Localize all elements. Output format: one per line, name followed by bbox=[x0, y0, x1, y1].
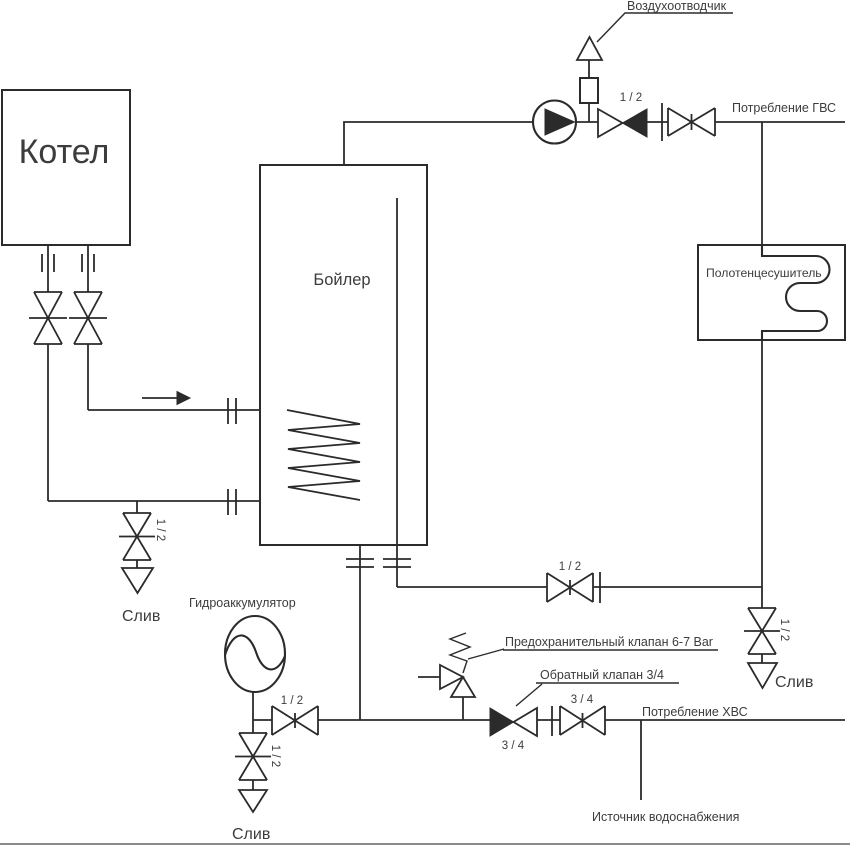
cold-water-label: Потребление ХВС bbox=[642, 705, 748, 719]
air-vent-body bbox=[579, 77, 599, 104]
check-valve-label: Обратный клапан 3/4 bbox=[540, 668, 664, 682]
safety-valve: Предохранительный клапан 6-7 Bar bbox=[439, 632, 718, 698]
pipes-cold-water-manifold bbox=[136, 560, 845, 800]
kotel: Котел bbox=[1, 89, 131, 246]
valve-right-drain-size: 1 / 2 bbox=[778, 619, 790, 641]
drain-funnel-left: Слив bbox=[120, 567, 160, 625]
union-coil-inlet bbox=[227, 398, 237, 424]
pump-direction-icon bbox=[544, 108, 576, 136]
towel-dryer: Полотенцесушитель bbox=[697, 244, 846, 341]
valve-left-drain-size: 1 / 2 bbox=[154, 519, 166, 541]
valve-boiler-drain-size: 1 / 2 bbox=[559, 561, 581, 573]
towel-coil bbox=[760, 245, 831, 340]
valve-hvs-size: 3 / 4 bbox=[571, 694, 594, 706]
boiler-tank: Бойлер bbox=[259, 164, 428, 546]
pump bbox=[531, 99, 578, 145]
kotel-label: Котел bbox=[19, 133, 110, 171]
air-vent-icon bbox=[575, 35, 604, 61]
pipes-boiler-bottom bbox=[359, 340, 763, 720]
drain-left-label: Слив bbox=[122, 608, 160, 625]
valve-kotel-supply bbox=[29, 291, 67, 345]
valve-boiler-drain-line: 1 / 2 bbox=[546, 561, 594, 603]
union-kotel-left bbox=[41, 254, 55, 272]
valve-left-drain: 1 / 2 bbox=[119, 512, 166, 561]
hydro-accumulator-label: Гидроаккумулятор bbox=[189, 596, 296, 610]
check-valve-size: 3 / 4 bbox=[502, 740, 525, 752]
drain-funnel-hydro: Слив bbox=[232, 789, 270, 843]
pipes-kotel-circuit bbox=[47, 245, 360, 513]
towel-dryer-label: Полотенцесушитель bbox=[706, 266, 822, 280]
union-coil-return bbox=[227, 489, 237, 515]
union-boiler-feed bbox=[346, 558, 374, 568]
drain-hydro-label: Слив bbox=[232, 826, 270, 843]
valve-kotel-return bbox=[69, 291, 107, 345]
drain-funnel-right: Слив bbox=[746, 662, 813, 691]
valve-hydro-drain: 1 / 2 bbox=[235, 732, 281, 781]
valve-hvs-shutoff: 3 / 4 bbox=[559, 694, 606, 736]
water-source-label: Источник водоснабжения bbox=[592, 810, 739, 824]
boiler-label: Бойлер bbox=[313, 271, 370, 289]
heating-coil bbox=[286, 409, 361, 501]
membrane-icon bbox=[224, 634, 286, 671]
valve-hydro-line-size: 1 / 2 bbox=[281, 695, 303, 707]
spring-icon bbox=[448, 632, 472, 674]
check-valve: 3 / 4 Обратный клапан 3/4 bbox=[489, 668, 679, 752]
hot-water-label: Потребление ГВС bbox=[732, 101, 836, 115]
pipes-dhw-top bbox=[343, 121, 845, 245]
air-vent: Воздухоотводчик bbox=[575, 0, 733, 122]
air-vent-label: Воздухоотводчик bbox=[627, 0, 727, 13]
union-boiler-outlet bbox=[383, 558, 411, 568]
drain-right-label: Слив bbox=[775, 674, 813, 691]
valve-gvs-check: 1 / 2 bbox=[597, 92, 648, 139]
valve-hydro-line: 1 / 2 bbox=[271, 695, 319, 736]
valve-hydro-drain-size: 1 / 2 bbox=[269, 745, 281, 767]
valve-right-drain: 1 / 2 bbox=[744, 607, 790, 655]
valve-gvs-size: 1 / 2 bbox=[620, 92, 642, 104]
safety-valve-label: Предохранительный клапан 6-7 Bar bbox=[505, 635, 713, 649]
hydro-accumulator: Гидроаккумулятор bbox=[189, 596, 296, 694]
flow-arrow bbox=[142, 390, 192, 406]
valve-gvs-outlet bbox=[667, 107, 716, 137]
union-kotel-right bbox=[81, 254, 95, 272]
